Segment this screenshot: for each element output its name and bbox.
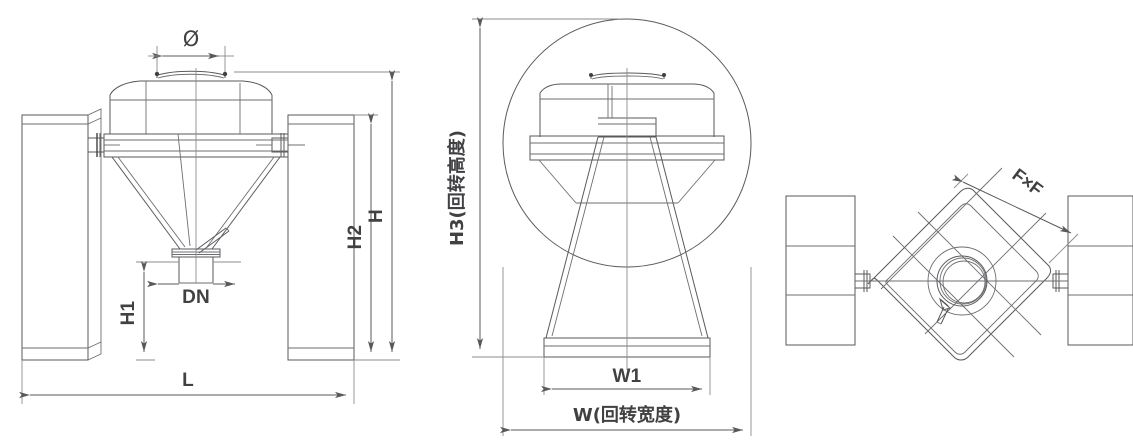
top-view-center-port (927, 246, 997, 316)
side-view: H3(回转高度) W1 W(回转宽度) (446, 17, 752, 436)
dimension-fxf: F×F (951, 164, 1079, 264)
dimension-label-w1: W1 (613, 366, 642, 387)
dimension-label-h1: H1 (118, 300, 139, 325)
top-view-right-support-block (1067, 195, 1133, 346)
dimension-w: W(回转宽度) (500, 267, 752, 436)
dimension-h3: H3(回转高度) (446, 17, 620, 358)
dimension-label-diameter: Ø (183, 27, 200, 51)
dimension-dn: DN (147, 261, 241, 308)
dimension-label-h2: H2 (345, 225, 366, 250)
dimension-label-dn: DN (182, 287, 210, 308)
front-view: Ø DN H1 H2 (19, 27, 400, 404)
dimension-l: L (19, 360, 355, 404)
dimension-label-h: H (366, 209, 387, 223)
front-view-discharge-nozzle (171, 227, 230, 284)
dimension-h: H (234, 70, 400, 361)
dimension-w1: W1 (541, 357, 711, 395)
front-view-left-trunnion (88, 133, 120, 157)
dimension-label-h3: H3(回转高度) (446, 130, 468, 246)
dimension-label-l: L (182, 370, 194, 391)
front-view-right-trunnion (256, 133, 305, 157)
top-view-valve-handle (936, 297, 952, 325)
side-view-pedestal (545, 136, 709, 339)
dimension-h1: H1 (118, 261, 179, 361)
dimension-label-w: W(回转宽度) (573, 404, 681, 426)
dimension-h2: H2 (345, 113, 378, 361)
top-view-left-support-block (785, 195, 856, 346)
dimension-diameter: Ø (148, 27, 234, 72)
dimension-label-fxf: F×F (1009, 164, 1047, 200)
front-view-left-leg (21, 108, 102, 361)
top-view: F×F (785, 164, 1133, 361)
